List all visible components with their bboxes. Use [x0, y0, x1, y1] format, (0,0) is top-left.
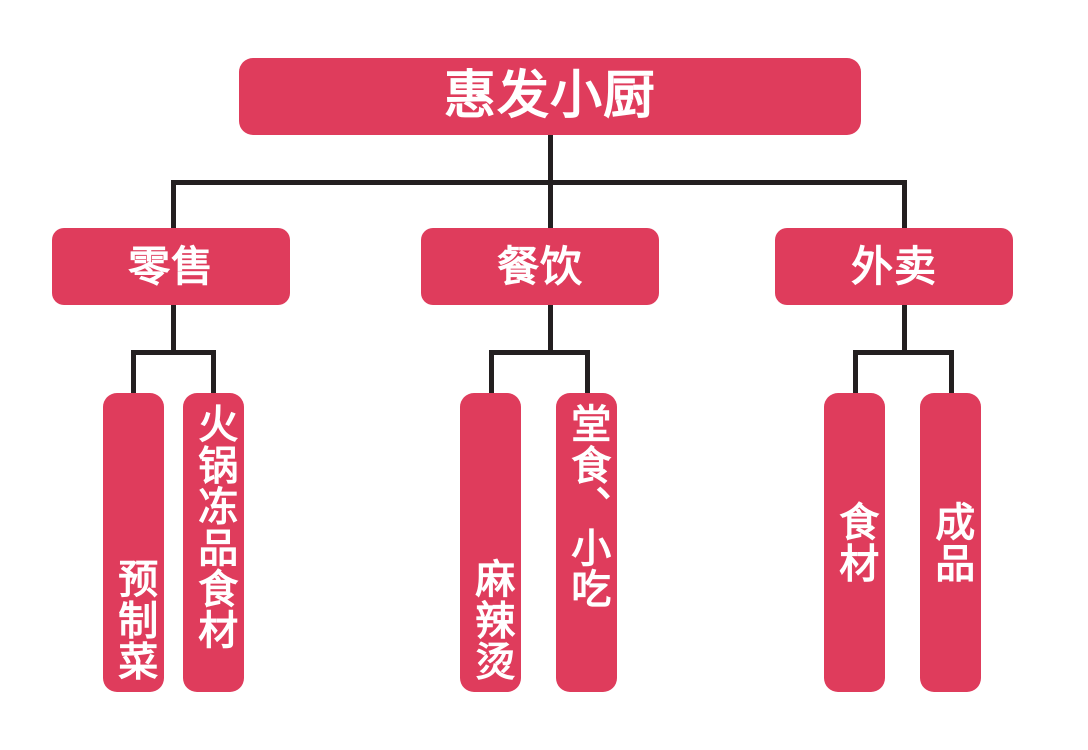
- connector-stem-dining: [548, 305, 553, 355]
- node-leaf-dinein-snacks-label: 堂食、小吃: [564, 403, 611, 609]
- connector-drop-dining-1: [489, 350, 494, 395]
- node-branch-retail[interactable]: 零售: [52, 228, 290, 305]
- node-branch-retail-label: 零售: [128, 241, 214, 291]
- node-branch-dining[interactable]: 餐饮: [421, 228, 659, 305]
- connector-drop-branch-3: [902, 180, 907, 230]
- node-root[interactable]: 惠发小厨: [239, 58, 861, 135]
- node-leaf-hotpot-frozen-label: 火锅冻品食材: [191, 403, 238, 651]
- node-leaf-malatang-label: 麻辣烫: [468, 558, 515, 682]
- connector-drop-takeout-1: [853, 350, 858, 395]
- node-branch-takeout[interactable]: 外卖: [775, 228, 1013, 305]
- connector-drop-retail-2: [211, 350, 216, 395]
- connector-level1-bus: [171, 180, 907, 185]
- node-leaf-malatang[interactable]: 麻辣烫: [460, 393, 521, 692]
- connector-drop-takeout-2: [949, 350, 954, 395]
- connector-drop-retail-1: [131, 350, 136, 395]
- connector-bus-retail: [131, 350, 216, 355]
- connector-root-stem: [548, 135, 553, 185]
- connector-drop-dining-2: [585, 350, 590, 395]
- connector-bus-dining: [489, 350, 590, 355]
- node-leaf-dinein-snacks[interactable]: 堂食、小吃: [556, 393, 617, 692]
- connector-stem-retail: [171, 305, 176, 355]
- connector-drop-branch-1: [171, 180, 176, 230]
- node-branch-takeout-label: 外卖: [851, 241, 937, 291]
- node-branch-dining-label: 餐饮: [497, 241, 583, 291]
- node-leaf-finished-products-label: 成品: [928, 501, 975, 584]
- node-leaf-ingredients[interactable]: 食材: [824, 393, 885, 692]
- node-root-label: 惠发小厨: [443, 66, 657, 127]
- node-leaf-finished-products[interactable]: 成品: [920, 393, 981, 692]
- node-leaf-prepared-dishes-label: 预制菜: [111, 558, 158, 682]
- node-leaf-hotpot-frozen[interactable]: 火锅冻品食材: [183, 393, 244, 692]
- connector-bus-takeout: [853, 350, 954, 355]
- connector-drop-branch-2: [548, 180, 553, 230]
- node-leaf-ingredients-label: 食材: [832, 501, 879, 584]
- connector-stem-takeout: [902, 305, 907, 355]
- node-leaf-prepared-dishes[interactable]: 预制菜: [103, 393, 164, 692]
